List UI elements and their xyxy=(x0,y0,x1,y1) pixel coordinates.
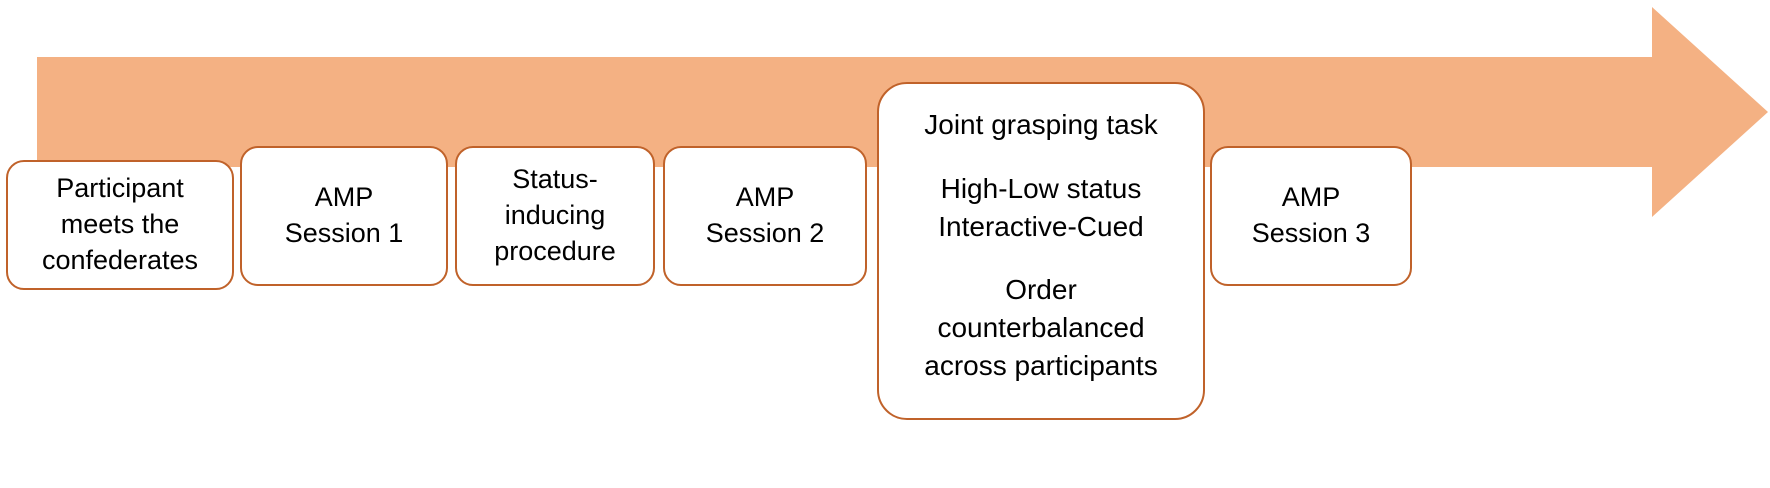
task-line: counterbalanced xyxy=(937,312,1145,344)
task-title-paragraph: Joint grasping task xyxy=(924,106,1157,144)
task-line: Joint grasping task xyxy=(924,109,1158,140)
task-order-paragraph: Order counterbalanced across participant… xyxy=(924,271,1157,384)
step-line: Session 1 xyxy=(284,218,404,248)
step-line: meets the xyxy=(60,209,180,240)
step-line: Status- xyxy=(512,164,598,195)
step-line: procedure xyxy=(494,235,616,266)
task-condition-paragraph: High-Low status Interactive-Cued xyxy=(938,170,1143,246)
task-line: Order xyxy=(1005,274,1077,306)
step-box-amp-session-2[interactable]: AMP Session 2 xyxy=(663,146,867,286)
step-line: AMP xyxy=(1281,182,1341,213)
step-line: Participant xyxy=(56,173,184,204)
task-line: across participants xyxy=(924,349,1158,381)
step-line: confederates xyxy=(41,244,199,275)
step-box-amp-session-3[interactable]: AMP Session 3 xyxy=(1210,146,1412,286)
step-line: Session 2 xyxy=(705,218,825,248)
step-line: AMP xyxy=(314,182,374,213)
task-line: Interactive-Cued xyxy=(938,210,1144,242)
step-line: inducing xyxy=(504,200,606,231)
step-line: Session 3 xyxy=(1251,218,1371,248)
step-line: AMP xyxy=(735,182,795,213)
step-box-amp-session-1[interactable]: AMP Session 1 xyxy=(240,146,448,286)
step-box-joint-grasping-task[interactable]: Joint grasping task High-Low status Inte… xyxy=(877,82,1205,420)
step-box-status-inducing-procedure[interactable]: Status- inducing procedure xyxy=(455,146,655,286)
task-line: High-Low status xyxy=(940,172,1142,204)
step-box-participant-meets-confederates[interactable]: Participant meets the confederates xyxy=(6,160,234,290)
